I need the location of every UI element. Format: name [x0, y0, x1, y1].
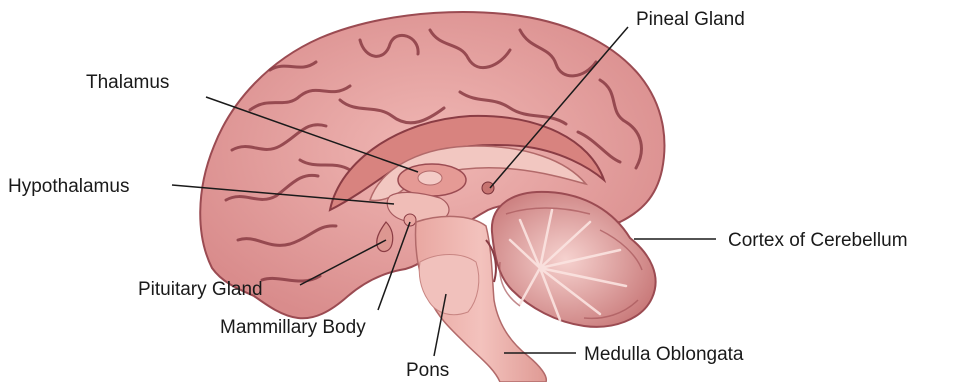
pineal-gland-structure — [482, 182, 494, 194]
interthalamic-adhesion — [418, 171, 442, 185]
label-hypothalamus: Hypothalamus — [8, 176, 129, 197]
label-pons: Pons — [406, 360, 449, 381]
label-mammillary-body: Mammillary Body — [220, 317, 366, 338]
label-medulla-oblongata: Medulla Oblongata — [584, 344, 744, 365]
mammillary-body-structure — [404, 214, 416, 226]
label-cortex-of-cerebellum: Cortex of Cerebellum — [728, 230, 908, 251]
pons-structure — [419, 255, 479, 315]
label-pineal-gland: Pineal Gland — [636, 9, 745, 30]
label-pituitary-gland: Pituitary Gland — [138, 279, 263, 300]
label-thalamus: Thalamus — [86, 72, 169, 93]
